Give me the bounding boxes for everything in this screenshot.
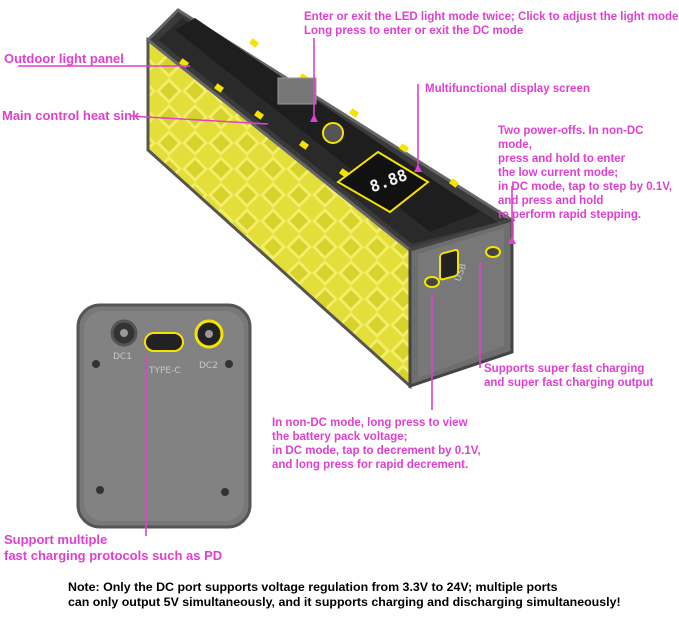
outdoor-light-panel-callout: Outdoor light panel	[4, 51, 124, 66]
type-c-label: TYPE-C	[148, 366, 181, 376]
front-panel: DC1 TYPE-C DC2	[76, 303, 252, 529]
display-screen-callout: Multifunctional display screen	[425, 83, 590, 95]
power-button-icon[interactable]	[322, 122, 344, 144]
type-c-port	[144, 332, 184, 352]
led-display-icon: 8.88	[336, 150, 430, 214]
heat-sink-callout: Main control heat sink	[2, 108, 140, 123]
led-mode-callout: Enter or exit the LED light mode twice; …	[304, 11, 679, 37]
power-bank-body: 8.88	[145, 8, 516, 390]
power-off-callout: Two power-offs. In non-DC mode, press an…	[498, 125, 673, 221]
fast-protocols-callout: Support multiple fast charging protocols…	[4, 532, 223, 563]
footer-note: Note: Only the DC port supports voltage …	[68, 580, 621, 609]
plus-button[interactable]	[485, 246, 501, 258]
usb-a-port	[439, 248, 459, 281]
callout-lines	[18, 38, 513, 536]
dc1-label: DC1	[113, 352, 132, 362]
minus-button[interactable]	[424, 276, 440, 288]
dc2-label: DC2	[199, 361, 218, 371]
battery-voltage-callout: In non-DC mode, long press to view the b…	[272, 417, 481, 471]
super-fast-callout: Supports super fast charging and super f…	[484, 363, 654, 389]
end-cap: USB	[408, 217, 514, 389]
